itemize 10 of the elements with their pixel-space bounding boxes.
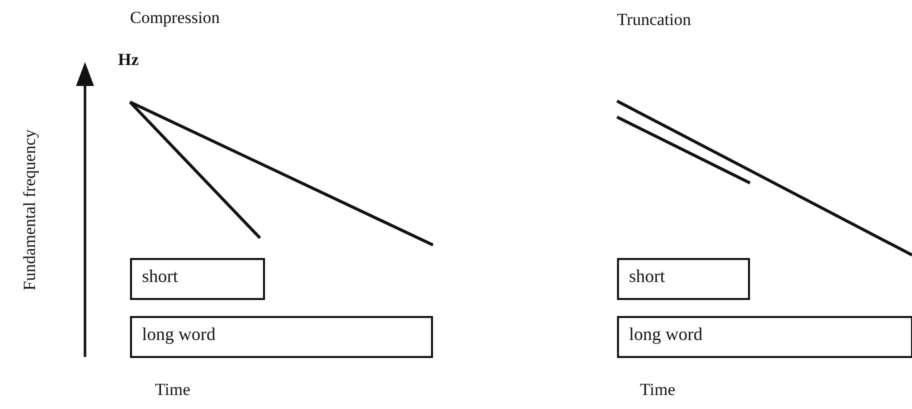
axis-title: Time	[155, 380, 190, 400]
axis-title: Fundamental frequency	[20, 130, 40, 290]
panel-title: Truncation	[617, 10, 691, 30]
word-box: long word	[130, 316, 433, 358]
word-box: long word	[617, 316, 912, 358]
axis-title: Time	[640, 380, 676, 400]
panel-title: Compression	[130, 8, 220, 28]
word-box: short	[130, 258, 265, 300]
word-box: short	[617, 258, 750, 300]
axis-unit: Hz	[118, 50, 139, 70]
